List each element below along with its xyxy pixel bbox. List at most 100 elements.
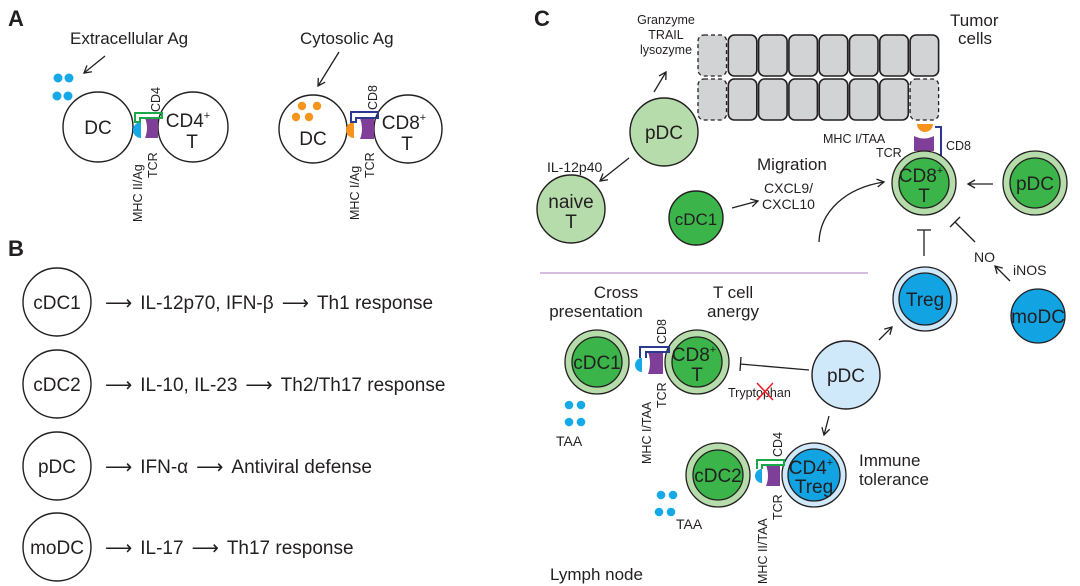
tumor-cell bbox=[818, 78, 849, 121]
cytosolic-antigen-dots bbox=[291, 101, 322, 122]
ln-mhc2-taa-label: MHC II/TAA bbox=[756, 518, 770, 584]
cd4-t-label-line1: CD4+ bbox=[166, 110, 210, 132]
pathway-arrow: ⟶ bbox=[196, 457, 223, 478]
cd8-t-top-label-line1: CD8+ bbox=[899, 165, 943, 187]
migration-arrow bbox=[818, 178, 886, 243]
ln-tcr1-label: TCR bbox=[655, 382, 669, 408]
pdc-anergy-inhibition-bar bbox=[739, 356, 742, 372]
lymph-node-label: Lymph node bbox=[550, 565, 643, 584]
tumor-cell bbox=[788, 34, 819, 77]
no-label: NO bbox=[974, 249, 995, 265]
panel-c: C Tumor cells Granzyme TRAIL lysozyme pD… bbox=[534, 6, 1068, 584]
cdc1-top-label: cDC1 bbox=[675, 210, 718, 229]
cxcl10-label: CXCL10 bbox=[762, 196, 815, 212]
dying-tumor-cell bbox=[697, 78, 728, 121]
tumor-cell bbox=[757, 78, 788, 121]
panel-a: A Extracellular Ag DC CD4+ T CD4 MHC II/ bbox=[8, 6, 443, 222]
ln-mhc1-taa-label: MHC I/TAA bbox=[640, 401, 654, 464]
mhc1-ag-label: MHC I/Ag bbox=[348, 166, 362, 220]
mhc2-molecule bbox=[133, 122, 141, 138]
treg-cell bbox=[898, 272, 952, 326]
cd8-t-ln-label-line1: CD8+ bbox=[672, 344, 716, 366]
tumor-cell bbox=[727, 34, 758, 77]
tumor-tcr-molecule bbox=[914, 136, 934, 151]
response-text: Th1 response bbox=[317, 293, 433, 314]
ln-cd4-coreceptor bbox=[756, 459, 785, 469]
inos-arrow bbox=[994, 265, 1011, 282]
mhc1-molecule bbox=[346, 122, 354, 138]
tcr-label: TCR bbox=[146, 152, 160, 178]
dc-subset-circle bbox=[22, 349, 92, 419]
tumor-cells-grid bbox=[697, 34, 940, 121]
ln-mhc2-molecule bbox=[755, 469, 762, 483]
ln-tcr1-molecule bbox=[648, 352, 663, 374]
cd4-label: CD4 bbox=[149, 87, 163, 112]
cdc1-ln-label: cDC1 bbox=[573, 353, 621, 374]
tumor-cd8-coreceptor bbox=[935, 126, 942, 156]
panel-b-label: B bbox=[8, 236, 24, 261]
tryptophan-label: Tryptophan bbox=[728, 386, 791, 400]
tumor-cell bbox=[727, 78, 758, 121]
anergy-label-line2: anergy bbox=[707, 302, 759, 321]
taa-dots-2 bbox=[654, 490, 678, 517]
dc-subset-circle bbox=[22, 431, 92, 501]
inos-label: iNOS bbox=[1013, 262, 1046, 278]
cd4-treg-label-line2: Treg bbox=[795, 477, 833, 498]
panel-b: B cDC1 ⟶ IL-12p70, IFN-β ⟶ Th1 response cDC2 ⟶… bbox=[8, 236, 446, 582]
cd8-coreceptor bbox=[350, 111, 379, 123]
ln-tcr2-label: TCR bbox=[771, 494, 785, 520]
tumor-cell bbox=[757, 34, 788, 77]
dc-label-cytosolic: DC bbox=[299, 129, 326, 150]
tumor-cell bbox=[818, 34, 849, 77]
taa-dots-1 bbox=[564, 400, 586, 427]
tumor-mhc1-molecule bbox=[917, 124, 933, 132]
cd8-t-top-label-line2: T bbox=[918, 186, 930, 207]
dc-subset-circle bbox=[22, 512, 92, 582]
dc-subset-row: cDC2⟶IL-10, IL-23⟶Th2/Th17 response bbox=[22, 349, 446, 419]
cd4-treg-label-line1: CD4+ bbox=[789, 457, 833, 479]
dc-subset-name: cDC1 bbox=[33, 293, 81, 314]
taa-label-1: TAA bbox=[556, 433, 583, 449]
cdc2-ln-cell bbox=[692, 449, 744, 501]
dc-subset-pathway: ⟶IFN-α⟶Antiviral defense bbox=[105, 457, 372, 478]
anergy-label-line1: T cell bbox=[713, 283, 753, 302]
pdc-to-cd4treg-arrow bbox=[821, 415, 831, 437]
pdc-right-label: pDC bbox=[1016, 174, 1054, 195]
naive-t-label-line1: naive bbox=[548, 192, 593, 213]
pdc-ln-label: pDC bbox=[827, 366, 865, 387]
lysozyme-label: lysozyme bbox=[640, 43, 692, 57]
response-text: Th2/Th17 response bbox=[281, 375, 446, 396]
panel-a-label: A bbox=[8, 6, 24, 31]
dc-subset-circle bbox=[22, 267, 92, 337]
ln-cd8-coreceptor bbox=[639, 346, 670, 358]
tumor-tcr-label: TCR bbox=[876, 146, 902, 160]
dc-subset-name: cDC2 bbox=[33, 375, 81, 396]
granzyme-arrow bbox=[653, 70, 667, 93]
cd8-t-top-cell bbox=[898, 157, 950, 209]
modc-label: moDC bbox=[1011, 307, 1065, 328]
panel-a-mhc1-interaction: Cytosolic Ag DC CD8+ T CD8 MHC I/Ag TCR bbox=[278, 29, 443, 220]
tolerance-label-line1: Immune bbox=[859, 451, 920, 470]
pathway-arrow: ⟶ bbox=[105, 375, 132, 396]
trail-label: TRAIL bbox=[648, 28, 683, 42]
cd4-coreceptor bbox=[134, 112, 163, 123]
cd8-t-label-line2: T bbox=[401, 134, 413, 155]
panel-c-label: C bbox=[534, 6, 550, 31]
pathway-arrow: ⟶ bbox=[105, 293, 132, 314]
naive-t-label-line2: T bbox=[565, 212, 577, 233]
no-inhibition-bar bbox=[949, 216, 961, 228]
dc-subset-pathway: ⟶IL-12p70, IFN-β⟶Th1 response bbox=[105, 293, 433, 314]
migration-label: Migration bbox=[757, 155, 827, 174]
dc-subset-list: cDC1 ⟶ IL-12p70, IFN-β ⟶ Th1 response cDC2 ⟶ IL… bbox=[22, 267, 446, 582]
no-inhibition-line bbox=[954, 221, 976, 243]
tumor-cell bbox=[878, 34, 910, 77]
cd8-label: CD8 bbox=[366, 85, 380, 110]
cross-label-line1: Cross bbox=[594, 283, 638, 302]
tumor-cells-label-line1: Tumor bbox=[950, 11, 999, 30]
pathway-arrow: ⟶ bbox=[105, 457, 132, 478]
cytokine-text: IL-12p70, IFN-β bbox=[140, 293, 273, 314]
naive-t-cell bbox=[536, 174, 606, 244]
cytokine-text: IL-10, IL-23 bbox=[140, 375, 237, 396]
tumor-cell bbox=[878, 78, 910, 121]
